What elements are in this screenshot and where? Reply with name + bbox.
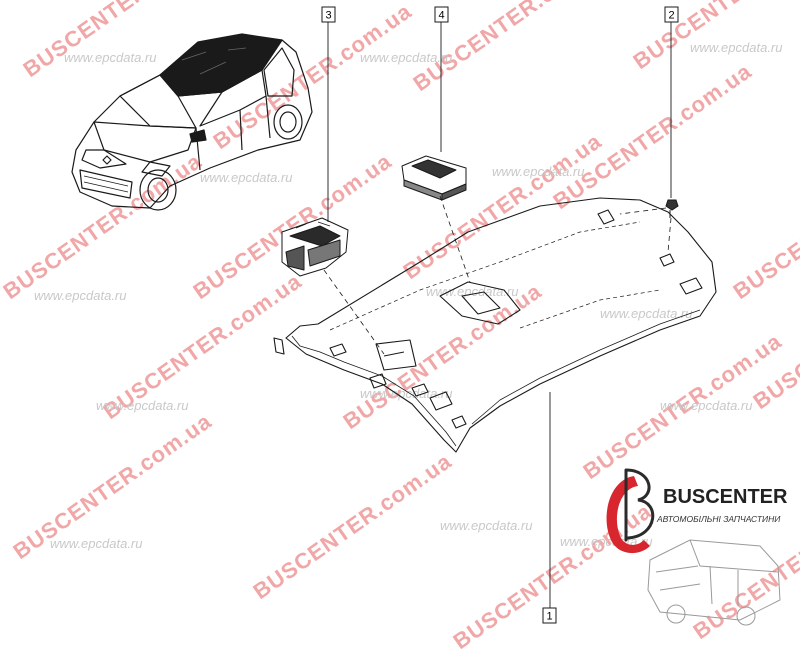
overhead-console-part <box>281 217 349 277</box>
callout-4: 4 <box>434 6 449 23</box>
buscenter-logo: BUSCENTER АВТОМОБІЛЬНІ ЗАПЧАСТИНИ <box>606 468 788 626</box>
logo-mark-icon <box>606 476 650 554</box>
watermark-epcdata: www.epcdata.ru <box>492 164 585 179</box>
watermark-buscenter: BUSCENTER.com.ua <box>629 0 800 74</box>
watermark-buscenter: BUSCENTER.com.ua <box>249 448 457 604</box>
watermark-buscenter: BUSCENTER.com.ua <box>0 148 206 304</box>
callout-4-label: 4 <box>438 10 444 22</box>
car-illustration <box>71 33 313 211</box>
clip-part <box>665 199 679 218</box>
watermark-epcdata: www.epcdata.ru <box>50 536 143 551</box>
watermark-epcdata: www.epcdata.ru <box>360 50 453 65</box>
watermark-buscenter: BUSCENTER.com.ua <box>399 128 607 284</box>
watermark-buscenter: BUSCENTER.com.ua <box>729 148 800 304</box>
watermark-epcdata: www.epcdata.ru <box>34 288 127 303</box>
watermark-epcdata: www.epcdata.ru <box>660 398 753 413</box>
dashed-assembly-lines <box>323 195 672 355</box>
watermark-epcdata: www.epcdata.ru <box>64 50 157 65</box>
callout-1-label: 1 <box>546 611 552 623</box>
watermark-buscenter: BUSCENTER.com.ua <box>339 278 547 434</box>
leader-lines <box>327 22 672 608</box>
interior-lamp-part <box>401 155 467 201</box>
watermark-epcdata: www.epcdata.ru <box>440 518 533 533</box>
logo-tagline: АВТОМОБІЛЬНІ ЗАПЧАСТИНИ <box>656 514 781 524</box>
watermark-epcdata: www.epcdata.ru <box>600 306 693 321</box>
logo-name: BUSCENTER <box>663 486 788 508</box>
callout-2-label: 2 <box>668 10 674 22</box>
headliner-part <box>273 197 717 453</box>
watermark-epcdata: www.epcdata.ru <box>360 386 453 401</box>
watermark-epcdata: www.epcdata.ru <box>200 170 293 185</box>
bus-sketch-icon <box>647 539 781 626</box>
callout-1: 1 <box>542 607 557 624</box>
callout-3-label: 3 <box>325 10 331 22</box>
watermark-epcdata: www.epcdata.ru <box>96 398 189 413</box>
watermark-epcdata: www.epcdata.ru <box>690 40 783 55</box>
callout-3: 3 <box>321 6 336 23</box>
callout-2: 2 <box>664 6 679 23</box>
